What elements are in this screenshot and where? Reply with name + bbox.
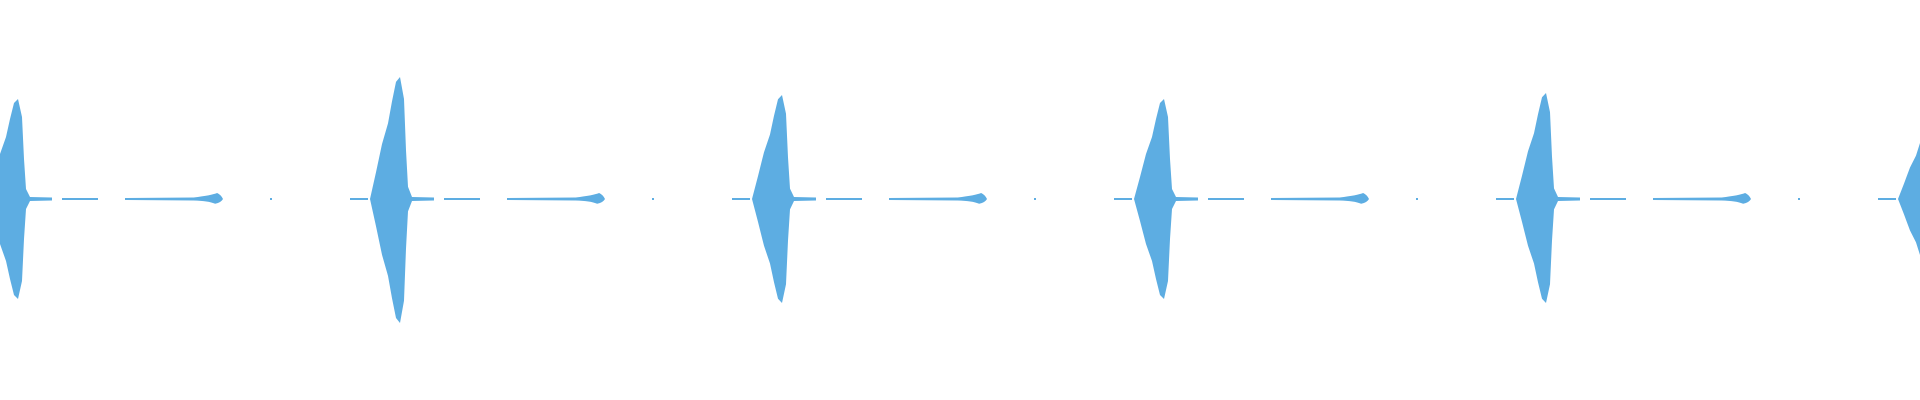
waveform-lead-line-4 [1114,198,1132,200]
waveform-lead-line-2 [350,198,368,200]
waveform-residual-5 [1798,198,1800,200]
waveform-residual-2 [652,198,654,200]
waveform-residual-3 [1034,198,1036,200]
waveform-segments [0,77,1920,323]
waveform-lead-line-3 [732,198,750,200]
waveform-burst-1 [0,99,52,299]
waveform-burst-4 [1134,99,1198,299]
waveform-tail-line-2 [444,198,480,200]
waveform-burst-2 [370,77,434,323]
waveform-lead-line-6 [1878,198,1896,200]
waveform-swell-1 [125,193,223,204]
waveform-swell-2 [507,193,605,204]
waveform-tail-line-4 [1208,198,1244,200]
waveform-lead-line-5 [1496,198,1514,200]
waveform-residual-4 [1416,198,1418,200]
waveform-burst-6 [1898,143,1920,255]
waveform-swell-3 [889,193,987,204]
waveform-tail-line-1 [62,198,98,200]
waveform-burst-5 [1516,93,1580,303]
waveform-burst-3 [752,95,816,303]
waveform-residual-1 [270,198,272,200]
waveform-tail-line-5 [1590,198,1626,200]
waveform-tail-line-3 [826,198,862,200]
waveform-swell-5 [1653,193,1751,204]
waveform-swell-4 [1271,193,1369,204]
